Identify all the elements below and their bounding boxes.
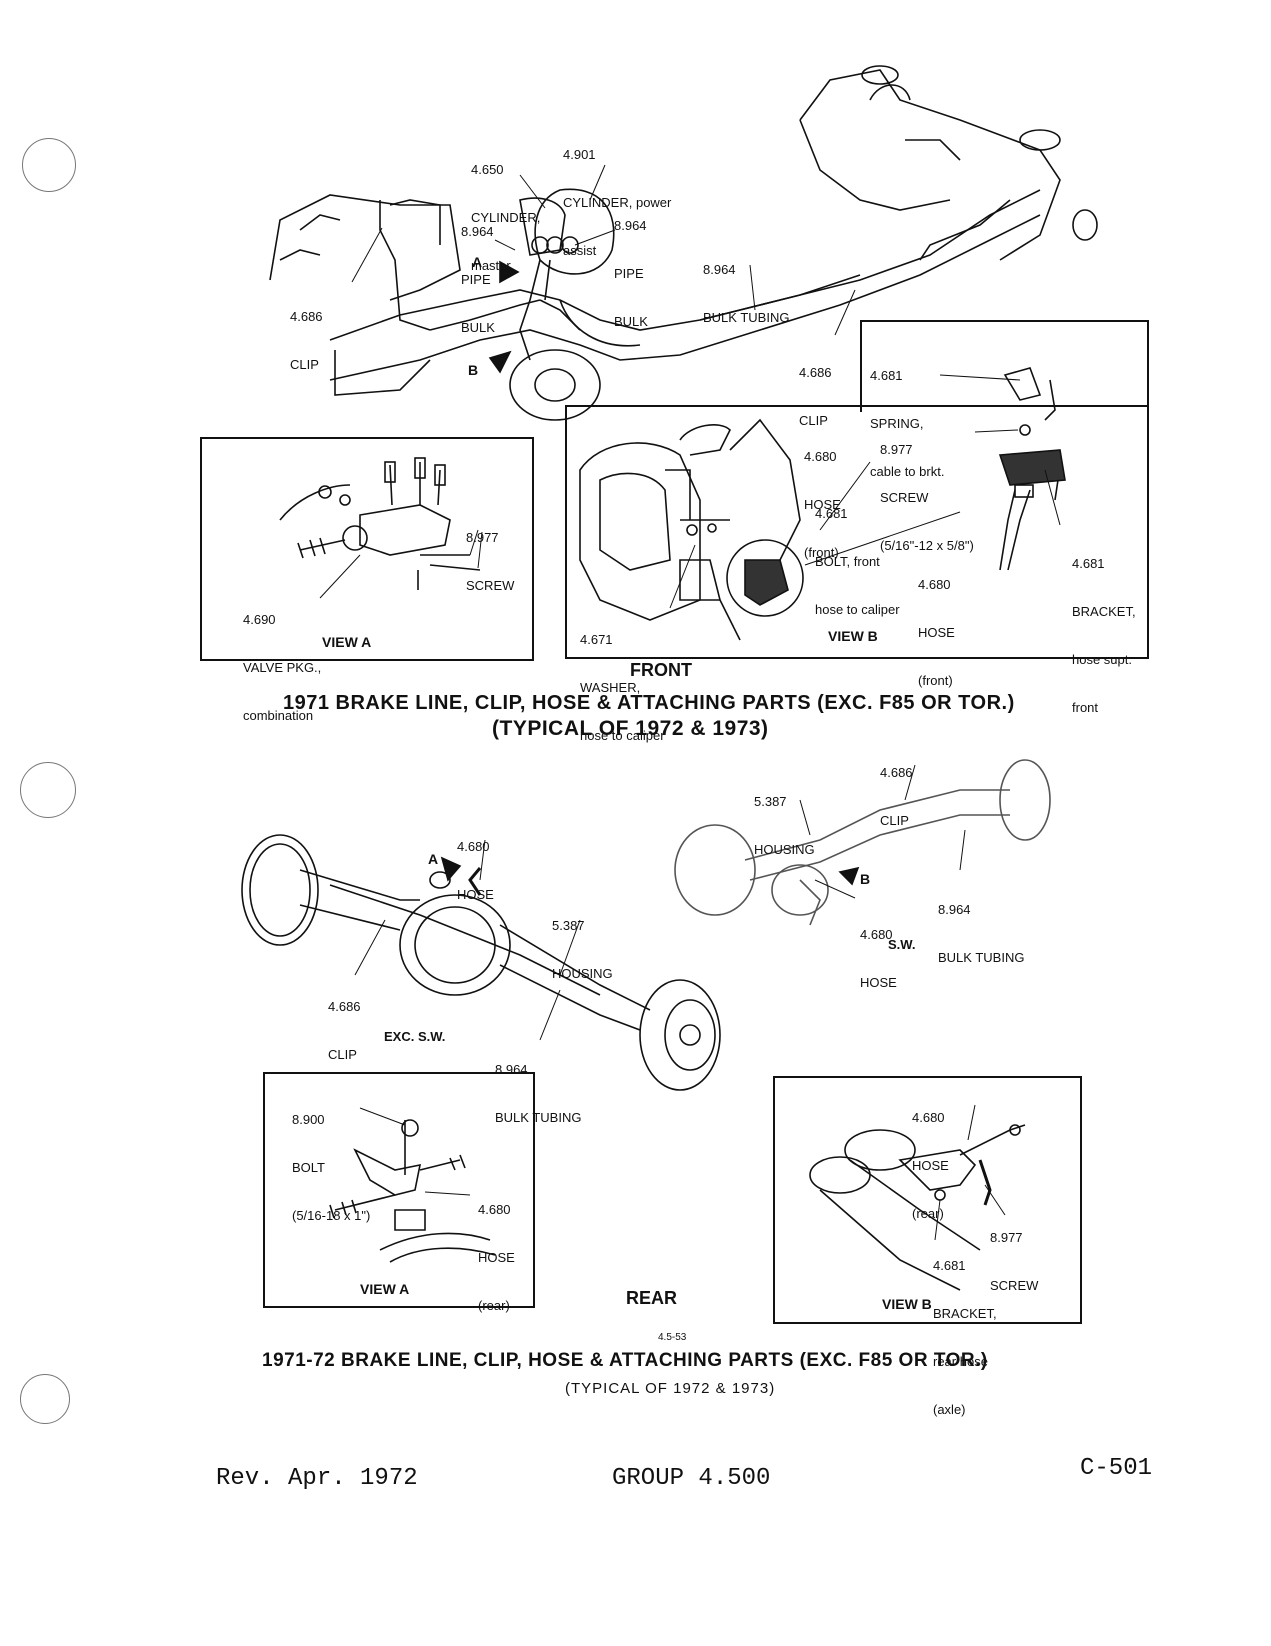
rear-arrow-b-label: B <box>860 871 871 887</box>
front-arrow-a <box>499 260 520 284</box>
front-view-b-title: VIEW B <box>828 628 878 644</box>
label-clip-rear-left: 4.686 CLIP <box>328 999 361 1062</box>
figure-number: 4.5-53 <box>658 1332 687 1343</box>
rear-view-a-title: VIEW A <box>360 1281 410 1297</box>
label-clip-rear-top: 4.686 CLIP <box>880 765 913 828</box>
rear-view-a-box <box>263 1072 535 1308</box>
footer-revision: Rev. Apr. 1972 <box>216 1465 418 1492</box>
front-view-a-drawing <box>279 457 483 599</box>
label-housing-rear-top: 5.387 HOUSING <box>754 794 815 857</box>
rear-view-b-title: VIEW B <box>882 1296 932 1312</box>
rear-title-line1: 1971-72 BRAKE LINE, CLIP, HOSE & ATTACHI… <box>262 1350 988 1371</box>
label-hose-rear-left: 4.680 HOSE <box>457 839 494 902</box>
rear-axle-drawing <box>241 834 721 1091</box>
binder-hole-bottom <box>20 1374 70 1424</box>
front-view-b-box <box>565 405 1149 659</box>
label-rear-bracket: 4.681 BRACKET, rear hose (axle) <box>933 1258 997 1417</box>
rear-arrow-a-label: A <box>428 851 439 867</box>
label-bulk-tubing-rear-right: 8.964 BULK TUBING <box>938 902 1025 965</box>
label-view-a-screw: 8.977 SCREW <box>466 530 515 593</box>
label-pipe-bulk-right: 8.964 PIPE BULK <box>614 218 648 329</box>
rear-section-label: REAR <box>626 1288 678 1308</box>
front-leader-lines <box>351 164 856 336</box>
label-cylinder-power-assist: 4.901 CYLINDER, power assist <box>563 147 672 258</box>
label-bulk-tubing-front: 8.964 BULK TUBING <box>703 262 790 325</box>
label-spring-cable: 4.681 SPRING, cable to brkt. <box>870 368 945 479</box>
front-arrow-b <box>488 350 512 374</box>
rear-sw-leader-lines <box>799 764 966 899</box>
rear-title-line2: (TYPICAL OF 1972 & 1973) <box>565 1380 776 1397</box>
label-washer: 4.671 WASHER, hose to caliper <box>580 632 665 743</box>
rear-arrow-a <box>440 856 462 882</box>
front-arrow-b-label: B <box>468 362 479 378</box>
rear-sw-axle-drawing <box>674 759 1051 926</box>
label-valve-pkg: 4.690 VALVE PKG., combination <box>243 612 322 723</box>
front-chassis-drawing <box>269 65 1098 421</box>
label-cylinder-master: 4.650 CYLINDER, master <box>471 162 541 273</box>
label-pipe-bulk-left: 8.964 PIPE BULK <box>461 224 495 335</box>
front-title-line2: (TYPICAL OF 1972 & 1973) <box>492 717 769 740</box>
front-section-label: FRONT <box>630 660 692 680</box>
front-view-b-inset-box <box>860 320 1149 412</box>
front-arrow-a-label: A <box>472 254 483 270</box>
label-rear-screw: 8.977 SCREW <box>990 1230 1039 1293</box>
label-clip-front-left: 4.686 CLIP <box>290 309 323 372</box>
label-bracket-front: 4.681 BRACKET, hose supt. front <box>1072 556 1136 715</box>
footer-page-number: C-501 <box>1080 1455 1153 1482</box>
rear-arrow-b <box>838 866 860 886</box>
label-bolt-front: 4.681 BOLT, front hose to caliper <box>815 506 900 617</box>
rear-leader-lines <box>354 839 581 1041</box>
label-hose-front-top: 4.680 HOSE (front) <box>804 449 841 560</box>
binder-hole-middle <box>20 762 76 818</box>
label-rear-hose-view-b: 4.680 HOSE (rear) <box>912 1110 949 1221</box>
label-housing-rear-mid: 5.387 HOUSING <box>552 918 613 981</box>
label-bulk-tubing-rear-bottom: 8.964 BULK TUBING <box>495 1062 582 1125</box>
label-hose-sw: 4.680 HOSE <box>860 927 897 990</box>
front-title-line1: 1971 BRAKE LINE, CLIP, HOSE & ATTACHING … <box>283 692 1015 714</box>
front-view-a-title: VIEW A <box>322 634 372 650</box>
front-view-a-box <box>200 437 534 661</box>
label-exc-sw: EXC. S.W. <box>384 1029 446 1044</box>
rear-view-b-box <box>773 1076 1082 1324</box>
front-view-b-drawing <box>579 367 1066 641</box>
label-hose-front-bottom: 4.680 HOSE (front) <box>918 577 955 688</box>
binder-hole-top <box>22 138 76 192</box>
label-view-b-screw: 8.977 SCREW (5/16"-12 x 5/8") <box>880 442 974 553</box>
label-clip-front-right: 4.686 CLIP <box>799 365 832 428</box>
rear-view-b-drawing <box>809 1104 1026 1291</box>
footer-group: GROUP 4.500 <box>612 1465 771 1492</box>
label-rear-hose-view-a: 4.680 HOSE (rear) <box>478 1202 515 1313</box>
label-rear-bolt: 8.900 BOLT (5/16-18 x 1") <box>292 1112 371 1223</box>
label-sw: S.W. <box>888 937 916 952</box>
rear-view-a-drawing <box>329 1107 496 1263</box>
